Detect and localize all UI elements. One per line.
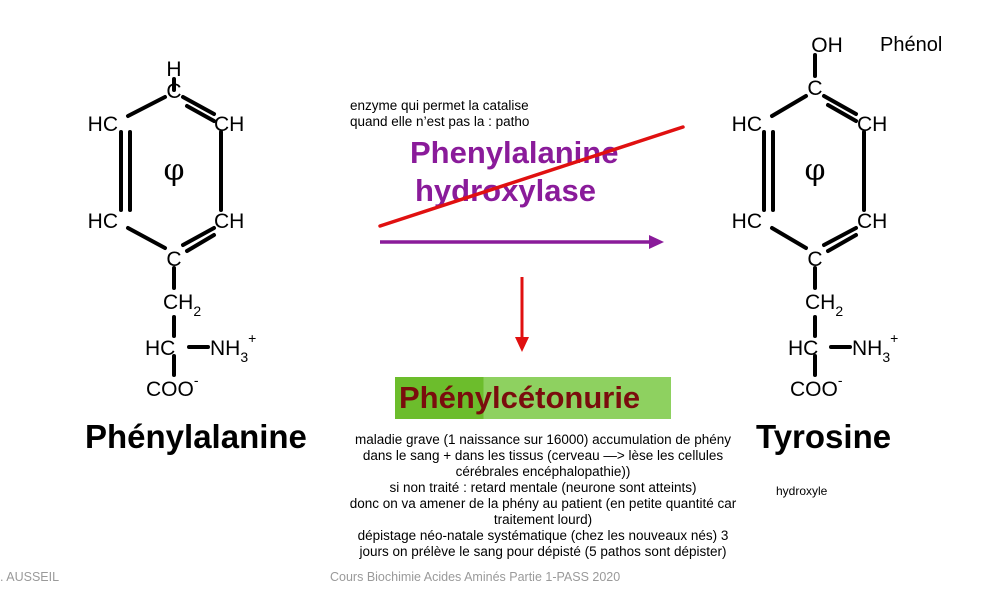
down-arrow bbox=[515, 277, 529, 352]
tyrosine-label: Tyrosine bbox=[756, 418, 892, 455]
atom-hc-upper: HC bbox=[88, 113, 118, 136]
disease-highlight bbox=[395, 377, 671, 419]
enzyme-name-line-1: Phenylalanine bbox=[410, 135, 619, 170]
hydroxyle-note: hydroxyle bbox=[776, 484, 828, 498]
ring-phi-symbol: φ bbox=[804, 153, 825, 188]
reaction-arrow bbox=[380, 235, 664, 249]
atom-ch-upper: CH bbox=[214, 113, 244, 136]
disease-note-line: cérébrales encéphalopathie)) bbox=[455, 464, 631, 479]
footer-course: Cours Biochimie Acides Aminés Partie 1-P… bbox=[330, 570, 621, 584]
strike-line bbox=[378, 125, 685, 228]
atom-ch-lower: CH bbox=[857, 210, 887, 233]
enzyme-note: enzyme qui permet la catalise quand elle… bbox=[350, 98, 529, 130]
enzyme-note-line-2: quand elle n’est pas la : patho bbox=[350, 114, 530, 129]
atom-c-bottom: C bbox=[807, 248, 822, 271]
atom-c-bottom: C bbox=[166, 248, 181, 271]
atom-hc-upper: HC bbox=[732, 113, 762, 136]
ring-phi-symbol: φ bbox=[163, 153, 184, 188]
phenol-label: Phénol bbox=[880, 34, 943, 56]
atom-hc-alpha: HC bbox=[145, 337, 175, 360]
atom-c-top: C bbox=[807, 77, 822, 100]
atom-hc-lower: HC bbox=[88, 210, 118, 233]
disease-note-line: dans le sang + dans les tissus (cerveau … bbox=[362, 448, 724, 463]
tyrosine-structure: OH C HC CH HC CH φ C CH2 HC NH3+ COO- bbox=[732, 34, 899, 401]
enzyme-name: Phenylalanine hydroxylase bbox=[410, 134, 618, 210]
disease-note-line: maladie grave (1 naissance sur 16000) ac… bbox=[355, 432, 731, 447]
atom-oh: OH bbox=[811, 34, 843, 57]
disease-note-line: jours on prélève le sang pour dépisté (5… bbox=[359, 544, 727, 559]
disease-note-line: si non traité : retard mentale (neurone … bbox=[389, 480, 697, 495]
atom-ch2: CH2 bbox=[805, 291, 843, 319]
disease-note-line: dépistage néo-natale systématique (chez … bbox=[357, 528, 729, 543]
enzyme-name-line-2: hydroxylase bbox=[415, 173, 596, 208]
atom-coo: COO- bbox=[146, 372, 199, 401]
enzyme-note-line-1: enzyme qui permet la catalise bbox=[350, 98, 529, 113]
atom-hc-alpha: HC bbox=[788, 337, 818, 360]
phenylalanine-label: Phénylalanine bbox=[85, 418, 307, 455]
disease-name: Phénylcétonurie bbox=[399, 380, 641, 415]
atom-coo: COO- bbox=[790, 372, 843, 401]
phenylalanine-structure: H C HC CH HC CH φ C CH2 HC NH3+ COO- bbox=[88, 58, 257, 401]
atom-ch-lower: CH bbox=[214, 210, 244, 233]
atom-nh3: NH3+ bbox=[852, 330, 898, 365]
atom-h: H bbox=[166, 58, 181, 81]
atom-ch-upper: CH bbox=[857, 113, 887, 136]
atom-ch2: CH2 bbox=[163, 291, 201, 319]
atom-nh3: NH3+ bbox=[210, 330, 256, 365]
atom-c-top: C bbox=[166, 80, 181, 103]
disease-note-line: traitement lourd) bbox=[493, 512, 593, 527]
atom-hc-lower: HC bbox=[732, 210, 762, 233]
disease-note-line: donc on va amener de la phény au patient… bbox=[349, 496, 737, 511]
disease-notes: maladie grave (1 naissance sur 16000) ac… bbox=[318, 432, 768, 560]
footer-author: . AUSSEIL bbox=[0, 570, 60, 584]
